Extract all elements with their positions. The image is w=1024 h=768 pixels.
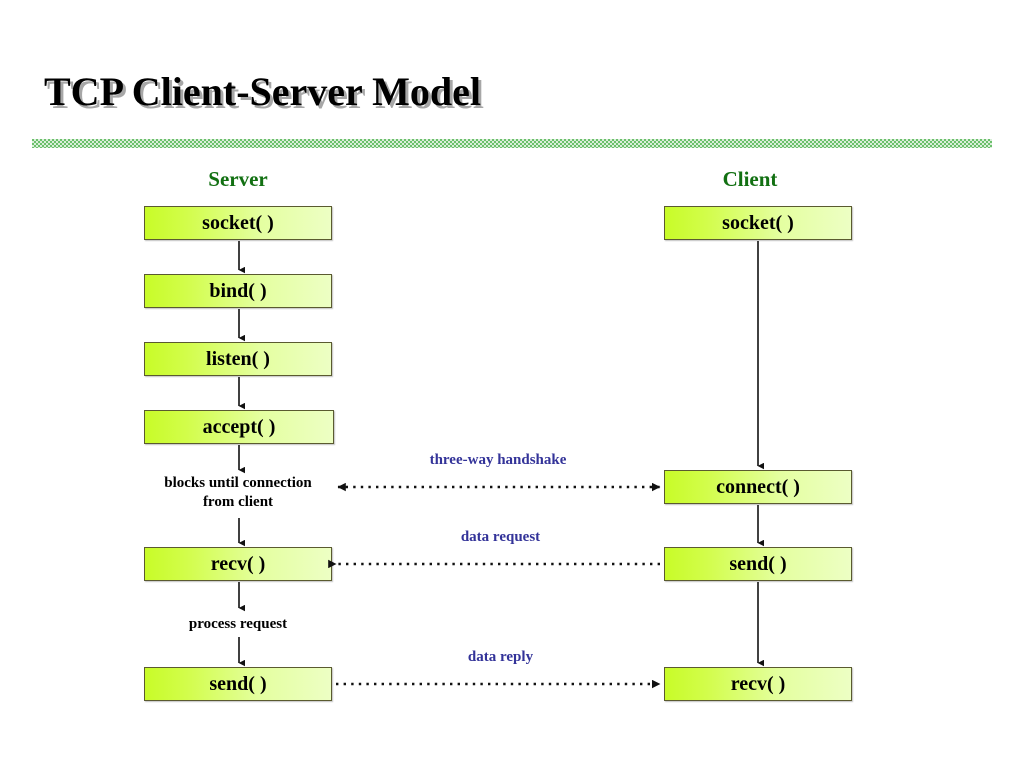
client-step-connect-label: connect( ) [716,476,800,498]
server-step-send[interactable]: send( ) [144,667,332,701]
client-step-recv[interactable]: recv( ) [664,667,852,701]
client-step-recv-label: recv( ) [730,673,786,695]
server-step-bind-label: bind( ) [209,280,267,302]
note-blocks-until-connection-line1: blocks until connection [164,475,312,491]
server-step-accept-label: accept( ) [202,416,276,438]
client-step-send[interactable]: send( ) [664,547,852,581]
note-process-request-line1: process request [188,616,288,632]
page-title: TCP Client-Server Model [44,69,481,114]
server-step-bind[interactable]: bind( ) [144,274,332,308]
server-step-socket-label: socket( ) [202,212,274,234]
server-step-listen-label: listen( ) [206,348,270,370]
message-label-data-reply: data reply [467,649,534,665]
column-header-client: Client [722,167,778,191]
server-step-listen[interactable]: listen( ) [144,342,332,376]
server-step-accept[interactable]: accept( ) [144,410,334,444]
note-process-request: process request [138,615,338,634]
server-step-recv-label: recv( ) [210,553,266,575]
client-step-connect[interactable]: connect( ) [664,470,852,504]
note-blocks-until-connection: blocks until connection from client [118,474,358,512]
client-step-socket[interactable]: socket( ) [664,206,852,240]
client-step-send-label: send( ) [729,553,787,575]
note-blocks-until-connection-line2: from client [202,493,274,510]
client-step-socket-label: socket( ) [722,212,794,234]
message-label-data-request: data request [460,529,541,545]
title-divider-rule [32,139,992,148]
server-step-recv[interactable]: recv( ) [144,547,332,581]
message-label-three-way-handshake: three-way handshake [429,452,567,468]
column-header-server: Server [208,167,268,191]
server-step-send-label: send( ) [209,673,267,695]
server-step-socket[interactable]: socket( ) [144,206,332,240]
